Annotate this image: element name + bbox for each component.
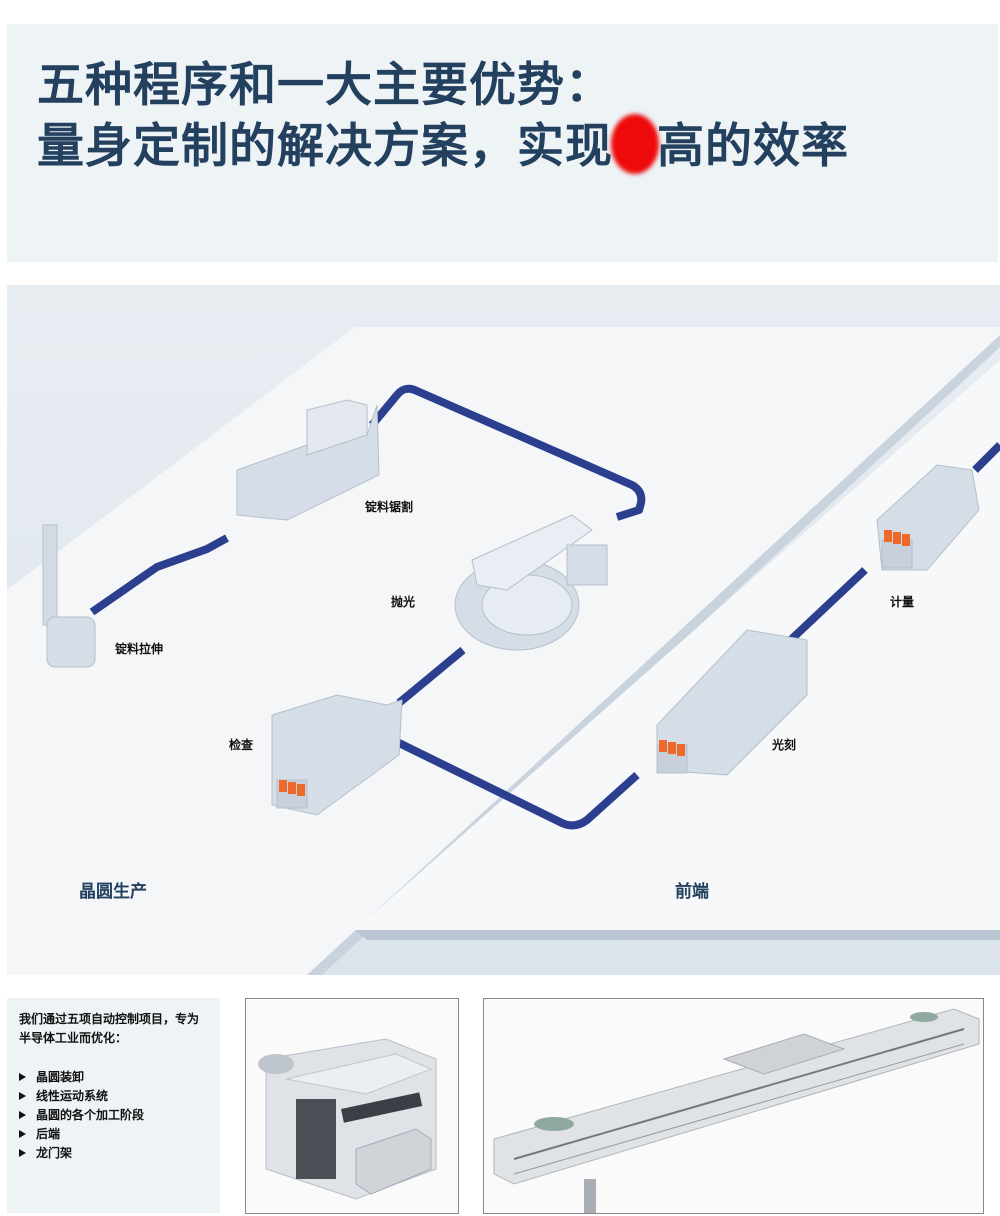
diagram-illustration xyxy=(7,285,1000,975)
conveyor-segment xyxy=(368,384,646,521)
process-diagram: 锭料锯割 锭料拉伸 抛光 检查 光刻 计量 晶圆生产 前端 xyxy=(7,285,1000,975)
station-label-ingot-pulling: 锭料拉伸 xyxy=(115,642,164,656)
list-item: 晶圆装卸 xyxy=(19,1068,220,1087)
list-item: 龙门架 xyxy=(19,1144,220,1163)
conveyors xyxy=(89,384,1000,830)
list-item-label: 线性运动系统 xyxy=(36,1089,109,1103)
ingot-puller-machine xyxy=(42,524,96,668)
title-line-2-start: 量身定制的解决方案，实现 xyxy=(37,119,613,174)
conveyor-segment xyxy=(972,442,1000,473)
title-line-2: 量身定制的解决方案，实现高的效率 xyxy=(37,114,849,175)
wafer-handling-machine-image xyxy=(245,998,459,1214)
zone-label-front-end: 前端 xyxy=(675,882,709,902)
front-end-floor xyxy=(355,360,1000,930)
list-item-label: 晶圆装卸 xyxy=(36,1070,85,1084)
conveyor-segment xyxy=(395,738,640,830)
list-item: 线性运动系统 xyxy=(19,1087,220,1106)
list-item: 晶圆的各个加工阶段 xyxy=(19,1106,220,1125)
zone-label-wafer-production: 晶圆生产 xyxy=(79,882,147,902)
orange-carriers xyxy=(279,530,910,796)
info-intro: 我们通过五项自动控制项目，专为半导体工业而优化： xyxy=(19,1012,200,1045)
header-banner: 五种程序和一大主要优势： 量身定制的解决方案，实现高的效率 xyxy=(7,24,998,262)
list-item-label: 晶圆的各个加工阶段 xyxy=(36,1108,145,1122)
list-item: 后端 xyxy=(19,1125,220,1144)
title-line-2-end: 高的效率 xyxy=(657,119,849,174)
bullet-triangle-icon xyxy=(19,1073,26,1081)
bullet-triangle-icon xyxy=(19,1092,26,1100)
title-line-1: 五种程序和一大主要优势： xyxy=(37,58,613,113)
page-title: 五种程序和一大主要优势： 量身定制的解决方案，实现高的效率 xyxy=(37,58,849,175)
station-label-metrology: 计量 xyxy=(890,595,915,609)
bullet-triangle-icon xyxy=(19,1111,26,1119)
automation-list: 晶圆装卸 线性运动系统 晶圆的各个加工阶段 后端 龙门架 xyxy=(19,1068,220,1163)
conveyor-segment xyxy=(89,534,229,616)
automation-info-panel: 我们通过五项自动控制项目，专为半导体工业而优化： 晶圆装卸 线性运动系统 晶圆的… xyxy=(7,998,220,1213)
conveyor-segment xyxy=(396,646,466,707)
ingot-saw-machine xyxy=(236,399,380,521)
polishing-machine xyxy=(454,514,608,651)
station-label-lithography: 光刻 xyxy=(772,738,797,752)
bullet-triangle-icon xyxy=(19,1149,26,1157)
station-label-inspection: 检查 xyxy=(229,738,254,752)
conveyor-segment xyxy=(777,567,868,653)
bullet-triangle-icon xyxy=(19,1130,26,1138)
list-item-label: 龙门架 xyxy=(36,1146,73,1160)
redaction-mark xyxy=(611,114,659,174)
linear-motion-system-image xyxy=(483,998,984,1214)
station-label-ingot-sawing: 锭料锯割 xyxy=(365,500,414,514)
list-item-label: 后端 xyxy=(36,1127,61,1141)
station-label-polishing: 抛光 xyxy=(391,595,416,609)
